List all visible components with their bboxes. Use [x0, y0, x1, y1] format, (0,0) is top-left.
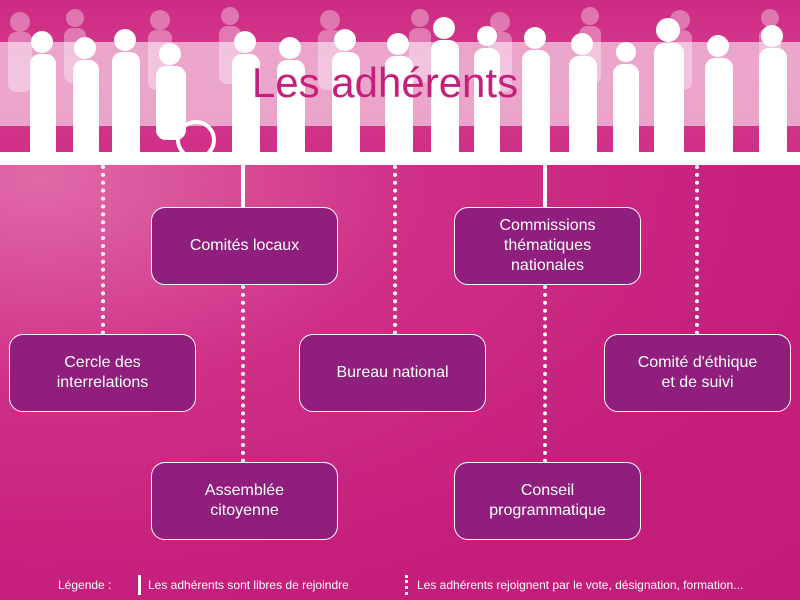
legend-label: Légende :	[58, 578, 112, 592]
box-commissions-label: Commissions thématiques nationales	[499, 217, 596, 274]
legend-solid-text: Les adhérents sont libres de rejoindre	[148, 578, 349, 592]
dotted-connector-ethique	[695, 165, 699, 335]
box-bureau: Bureau national	[299, 334, 486, 412]
box-comites-locaux-label: Comités locaux	[189, 237, 300, 254]
legend-dotted-text: Les adhérents rejoignent par le vote, dé…	[417, 578, 744, 592]
solid-connector-commissions	[543, 163, 547, 208]
dotted-connector-bureau	[393, 165, 397, 335]
legend-solid-line-icon	[138, 575, 141, 595]
header-banner: Les adhérents	[0, 0, 800, 165]
solid-connector-comites	[241, 163, 245, 208]
box-conseil-label: Conseil programmatique	[489, 482, 606, 519]
box-assemblee: Assemblée citoyenne	[151, 462, 338, 540]
page-title: Les adhérents	[251, 59, 519, 106]
box-cercle: Cercle des interrelations	[9, 334, 196, 412]
dotted-connector-assemblee	[241, 285, 245, 463]
dotted-connector-conseil	[543, 285, 547, 463]
people-silhouettes-icon	[0, 7, 800, 165]
box-comites-locaux: Comités locaux	[151, 207, 338, 285]
dotted-connector-cercle	[101, 165, 105, 335]
legend-dotted-line-icon	[405, 575, 408, 595]
legend: Légende : Les adhérents sont libres de r…	[0, 573, 800, 597]
box-cercle-label: Cercle des interrelations	[56, 354, 149, 391]
box-conseil: Conseil programmatique	[454, 462, 641, 540]
box-commissions: Commissions thématiques nationales	[454, 207, 641, 285]
box-bureau-label: Bureau national	[336, 364, 449, 381]
box-comite-ethique: Comité d'éthique et de suivi	[604, 334, 791, 412]
box-comite-ethique-label: Comité d'éthique et de suivi	[637, 354, 758, 391]
box-assemblee-label: Assemblée citoyenne	[204, 482, 285, 519]
